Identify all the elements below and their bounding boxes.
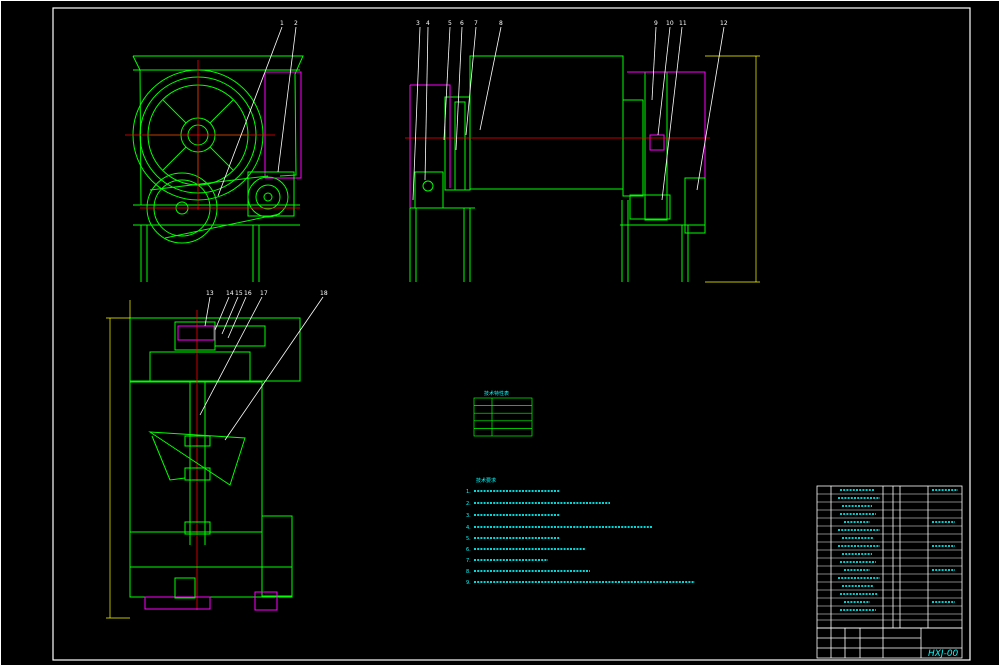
part-label-10: 10 xyxy=(666,20,674,27)
params-table-title: 技术特性表 xyxy=(484,390,509,397)
front-view xyxy=(125,26,304,282)
part-label-9: 9 xyxy=(654,20,658,27)
part-label-1: 1 xyxy=(280,20,284,27)
drawing-number: HXJ-00 xyxy=(928,649,959,659)
part-label-2: 2 xyxy=(294,20,298,27)
parts-list-text-marks xyxy=(838,489,958,611)
tech-note-4: 4. xyxy=(466,525,471,531)
tech-note-3: 3. xyxy=(466,513,471,519)
sheet-border-inner xyxy=(52,7,971,661)
part-label-6: 6 xyxy=(460,20,464,27)
tech-note-7: 7. xyxy=(466,558,471,564)
tech-note-6: 6. xyxy=(466,547,471,553)
tech-note-5: 5. xyxy=(466,536,471,542)
tech-note-1: 1. xyxy=(466,489,471,495)
part-label-12: 12 xyxy=(720,20,728,27)
tech-note-lines xyxy=(474,490,695,583)
part-label-8: 8 xyxy=(499,20,503,27)
part-label-3: 3 xyxy=(416,20,420,27)
part-label-15: 15 xyxy=(235,290,243,297)
part-label-13: 13 xyxy=(206,290,214,297)
parts-list xyxy=(816,485,963,629)
side-view xyxy=(405,26,760,283)
part-label-17: 17 xyxy=(260,290,268,297)
tech-notes: 1. 2. 3. 4. 5. 6. 7. 8. 9. xyxy=(466,489,471,586)
params-table xyxy=(473,397,533,437)
part-label-18: 18 xyxy=(320,290,328,297)
tech-note-8: 8. xyxy=(466,569,471,575)
tech-note-9: 9. xyxy=(466,580,471,586)
part-label-14: 14 xyxy=(226,290,234,297)
parts-list-rows xyxy=(817,493,962,621)
tech-notes-title: 技术要求 xyxy=(476,477,496,484)
plan-view xyxy=(106,296,324,619)
part-label-16: 16 xyxy=(244,290,252,297)
part-label-11: 11 xyxy=(679,20,687,27)
part-label-4: 4 xyxy=(426,20,430,27)
part-label-5: 5 xyxy=(448,20,452,27)
title-block xyxy=(816,627,963,659)
part-label-7: 7 xyxy=(474,20,478,27)
tech-note-2: 2. xyxy=(466,501,471,507)
